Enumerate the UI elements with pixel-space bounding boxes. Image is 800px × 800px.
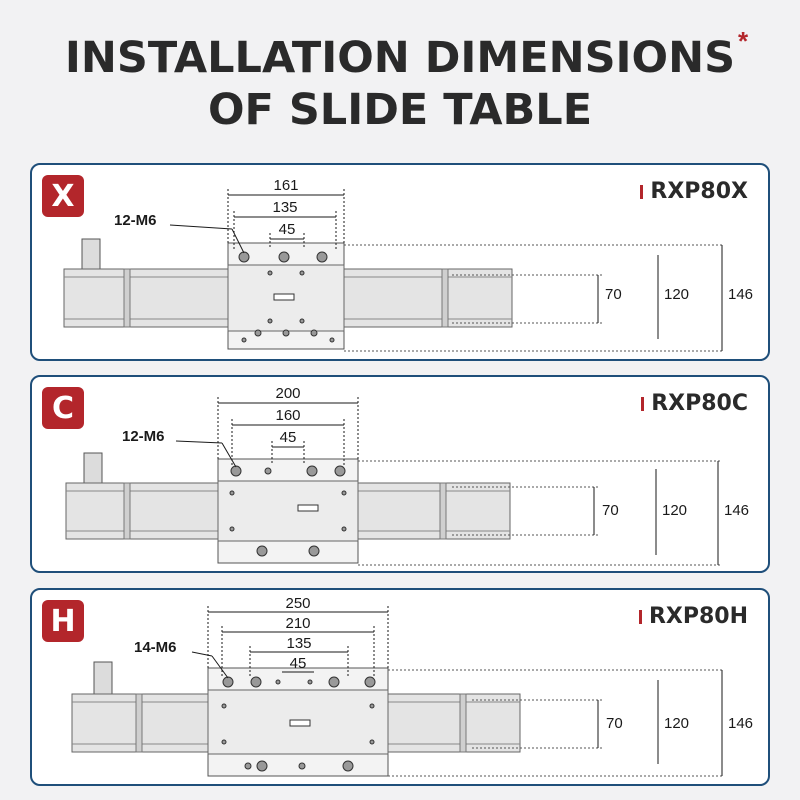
panel-rxp80x: X RXP80X — [30, 163, 770, 361]
model-name-rxp80x: RXP80X — [640, 179, 748, 204]
height-dimension-lines — [593, 461, 719, 565]
slide-table-drawing-x: 161 135 45 12-M6 70 120 146 — [63, 177, 753, 352]
width-dimension-lines — [207, 606, 389, 676]
model-label: RXP80X — [650, 179, 748, 204]
carriage-logo — [289, 719, 311, 727]
width-overall-label: 161 — [273, 177, 298, 194]
holes-leader-line — [211, 655, 229, 679]
mounting-holes — [238, 251, 335, 343]
asterisk-mark: * — [738, 26, 749, 56]
width-overall-label: 200 — [275, 385, 300, 402]
page-title-line-2: OF SLIDE TABLE — [207, 85, 593, 135]
width-dimension-lines — [217, 397, 359, 465]
height-rail-label: 70 — [606, 715, 623, 732]
holes-label: 12-M6 — [114, 212, 157, 229]
panel-rxp80c: C RXP80C 200 160 — [30, 375, 770, 573]
height-carriage-label: 120 — [662, 502, 687, 519]
accent-mark-icon — [641, 396, 645, 411]
mounting-holes — [229, 465, 347, 557]
width-center-span-label: 45 — [290, 655, 307, 672]
motor-block — [83, 452, 103, 486]
holes-leader-line — [169, 224, 233, 230]
height-overall-label: 146 — [724, 502, 749, 519]
height-dimension-lines — [597, 245, 723, 351]
rail-end-cap — [441, 268, 449, 328]
accent-mark-icon — [640, 184, 644, 199]
model-name-rxp80h: RXP80H — [638, 604, 748, 629]
carriage-body — [217, 480, 359, 542]
holes-leader-line — [175, 440, 223, 444]
holes-leader-line — [221, 442, 237, 468]
carriage-logo — [273, 293, 295, 301]
width-dimension-lines — [227, 189, 345, 249]
width-hole-span-label: 160 — [275, 407, 300, 424]
variant-badge-x: X — [42, 175, 84, 217]
holes-leader-line — [231, 228, 245, 254]
rail-end-cap — [135, 693, 143, 753]
motor-block — [93, 661, 113, 695]
height-overall-label: 146 — [728, 715, 753, 732]
holes-label: 14-M6 — [134, 639, 177, 656]
height-rail-label: 70 — [605, 286, 622, 303]
model-label: RXP80C — [651, 391, 748, 416]
model-label: RXP80H — [648, 604, 748, 629]
height-carriage-label: 120 — [664, 715, 689, 732]
holes-label: 12-M6 — [122, 428, 165, 445]
model-name-rxp80c: RXP80C — [641, 391, 748, 416]
rail-end-cap — [123, 268, 131, 328]
holes-leader-line — [191, 651, 213, 657]
height-carriage-label: 120 — [664, 286, 689, 303]
height-overall-label: 146 — [728, 286, 753, 303]
page-title-line-1: INSTALLATION DIMENSIONS — [64, 33, 736, 83]
mounting-holes — [221, 676, 376, 772]
width-center-span-label: 45 — [280, 429, 297, 446]
height-dimension-lines — [597, 670, 723, 776]
variant-badge-h: H — [42, 600, 84, 642]
rail-end-cap — [459, 693, 467, 753]
width-inner-span-label: 135 — [286, 635, 311, 652]
height-guide-lines — [388, 669, 722, 777]
motor-block — [81, 238, 101, 272]
height-rail-label: 70 — [602, 502, 619, 519]
width-hole-span-label: 210 — [285, 615, 310, 632]
slide-table-drawing-c: 200 160 45 12-M6 70 120 146 — [65, 385, 749, 566]
accent-mark-icon — [638, 609, 642, 624]
width-hole-span-label: 135 — [272, 199, 297, 216]
carriage-logo — [297, 504, 319, 512]
panel-rxp80h: H RXP80H — [30, 588, 770, 786]
variant-badge-c: C — [42, 387, 84, 429]
height-guide-lines — [344, 244, 722, 352]
rail-end-cap — [123, 482, 131, 540]
width-overall-label: 250 — [285, 595, 310, 612]
rail-end-cap — [439, 482, 447, 540]
height-guide-lines — [358, 460, 720, 566]
slide-table-drawing-h: 250 210 135 45 14-M6 70 120 146 — [71, 595, 753, 777]
width-center-span-label: 45 — [279, 221, 296, 238]
